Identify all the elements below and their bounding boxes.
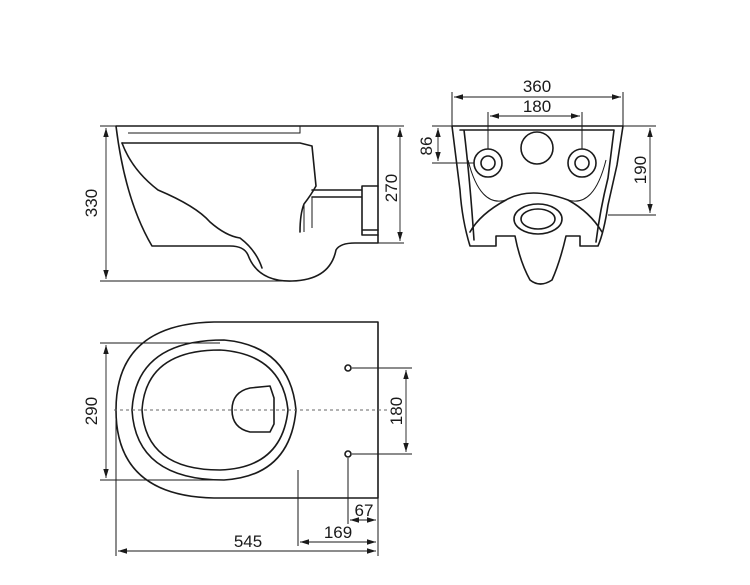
- dim-label-180-front: 180: [523, 97, 551, 116]
- dim-label-330: 330: [82, 189, 101, 217]
- front-view: 360 180 86 190: [417, 77, 656, 285]
- side-view-outlet: [311, 185, 379, 236]
- top-view-drain: [231, 385, 275, 433]
- dim-label-86: 86: [417, 137, 436, 156]
- dim-label-169: 169: [324, 523, 352, 542]
- dim-label-180-top: 180: [387, 397, 406, 425]
- front-left-fixing-hole: [473, 148, 503, 178]
- dim-label-270: 270: [382, 174, 401, 202]
- side-view-outline: [115, 125, 379, 282]
- side-view-inner-bowl: [121, 142, 317, 233]
- front-right-fixing-hole: [567, 148, 597, 178]
- top-view: 290 180 67 169 545: [82, 321, 412, 556]
- dim-label-360: 360: [523, 77, 551, 96]
- front-outlet: [513, 203, 563, 235]
- front-view-outline: [451, 125, 624, 285]
- front-inlet-hole: [520, 131, 554, 165]
- dim-label-290: 290: [82, 397, 101, 425]
- top-left-bolt-hole: [344, 364, 352, 372]
- top-right-bolt-hole: [344, 450, 352, 458]
- side-view: 330 270: [82, 125, 404, 282]
- dim-label-67: 67: [355, 501, 374, 520]
- dim-label-545: 545: [234, 532, 262, 551]
- dim-label-190: 190: [631, 156, 650, 184]
